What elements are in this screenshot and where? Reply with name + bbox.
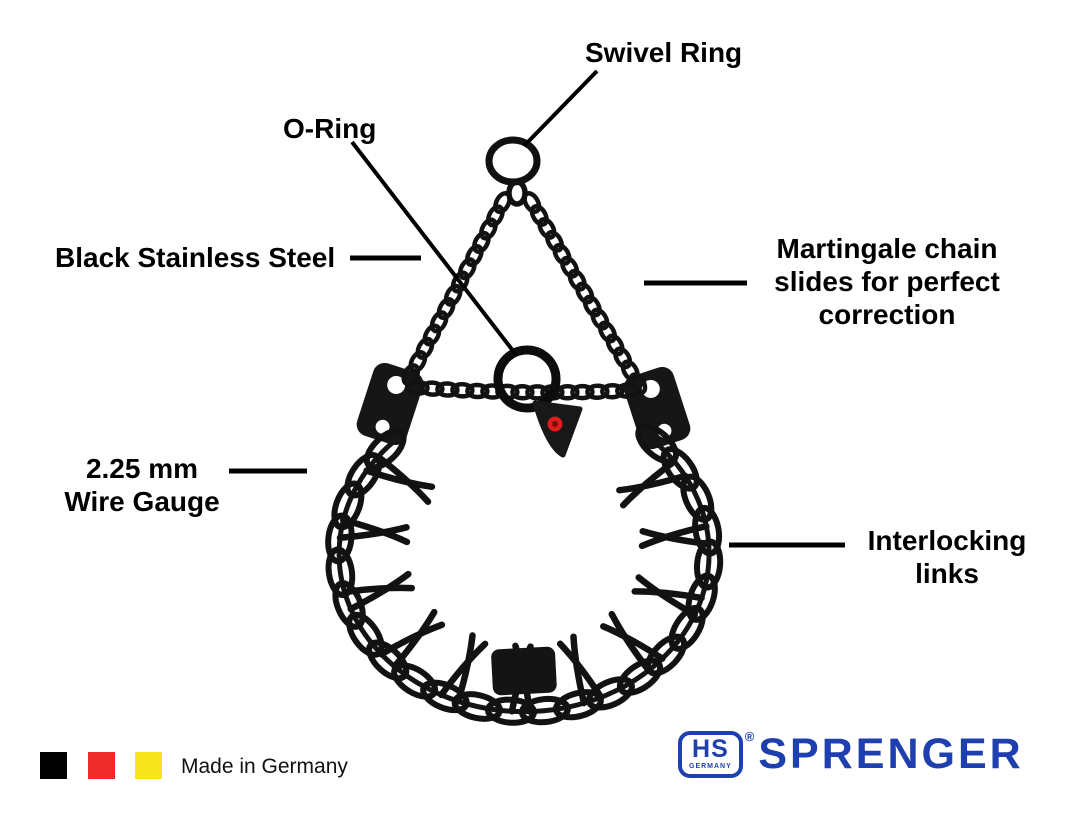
flag-yellow-square	[135, 752, 162, 779]
swivel-ring-label: Swivel Ring	[585, 37, 743, 68]
flag-black-square	[40, 752, 67, 779]
black-stainless-steel-label: Black Stainless Steel	[55, 242, 336, 273]
martingale-label: Martingale chain slides for perfect corr…	[774, 233, 1000, 330]
flag-red-square	[88, 752, 115, 779]
callout-line-o-ring	[350, 140, 519, 358]
swivel-connector	[506, 179, 528, 207]
o-ring-label: O-Ring	[283, 113, 377, 144]
callout-line-swivel-ring	[522, 69, 599, 148]
interlocking-links-art	[325, 191, 724, 726]
made-in-germany-text: Made in Germany	[181, 755, 348, 778]
o-ring	[493, 345, 561, 413]
registered-mark: ®	[744, 729, 755, 744]
tag-red-dot-center	[552, 421, 558, 427]
wire-gauge-label: 2.25 mm Wire Gauge	[64, 453, 220, 517]
center-plate	[491, 646, 557, 696]
interlocking-links-label: Interlocking links	[867, 525, 1027, 589]
hs-country-text: GERMANY	[689, 763, 732, 770]
hs-monogram-box: HS GERMANY	[678, 731, 743, 778]
swivel-ring	[485, 136, 541, 186]
sprenger-wordmark: SPRENGER	[758, 730, 1024, 778]
sprenger-logo: HS GERMANY ® SPRENGER	[678, 729, 1024, 778]
hs-monogram: HS	[692, 735, 729, 763]
